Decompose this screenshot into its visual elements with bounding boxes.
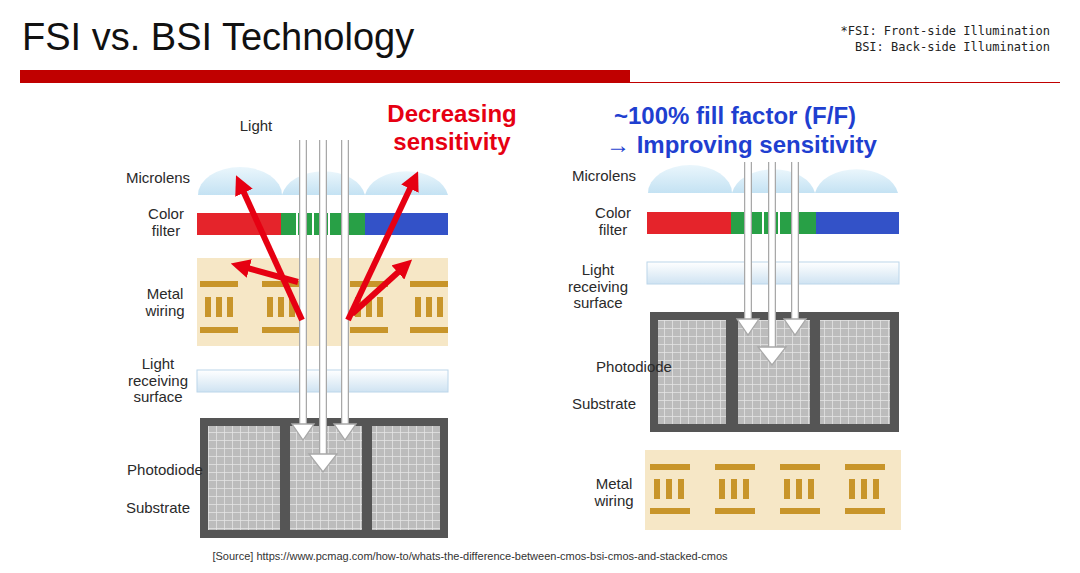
layer-label: Microlens	[126, 170, 190, 187]
layer-label: Photodiode	[127, 462, 203, 479]
layer-label: Substrate	[126, 500, 190, 517]
layer-label: Microlens	[572, 168, 636, 185]
layer-label: Light receiving surface	[560, 262, 636, 312]
footnote: BSI: Back-side Illumination	[855, 40, 1050, 54]
footnote: *FSI: Front-side Illumination	[840, 24, 1050, 38]
layer-label: Metal wiring	[584, 476, 644, 509]
benefit-callout: → Improving sensitivity	[606, 131, 877, 159]
light-label: Light	[240, 118, 273, 135]
source-caption: [Source] https://www.pcmag.com/how-to/wh…	[212, 550, 727, 562]
layer-label: Light receiving surface	[120, 356, 196, 406]
light-rays	[292, 140, 356, 472]
title-rule	[630, 82, 1060, 83]
layer-label: Substrate	[572, 396, 636, 413]
benefit-callout: ~100% fill factor (F/F)	[614, 102, 856, 130]
slide-title: FSI vs. BSI Technology	[22, 16, 414, 59]
layer-label: Color filter	[585, 205, 641, 238]
light-rays	[737, 162, 806, 365]
layer-label: Color filter	[138, 206, 194, 239]
layer-label: Metal wiring	[135, 286, 195, 319]
layer-label: Photodiode	[596, 359, 672, 376]
reflection-arrows	[240, 180, 414, 320]
warning-callout: Decreasing sensitivity	[357, 100, 547, 155]
title-bar	[20, 70, 630, 83]
